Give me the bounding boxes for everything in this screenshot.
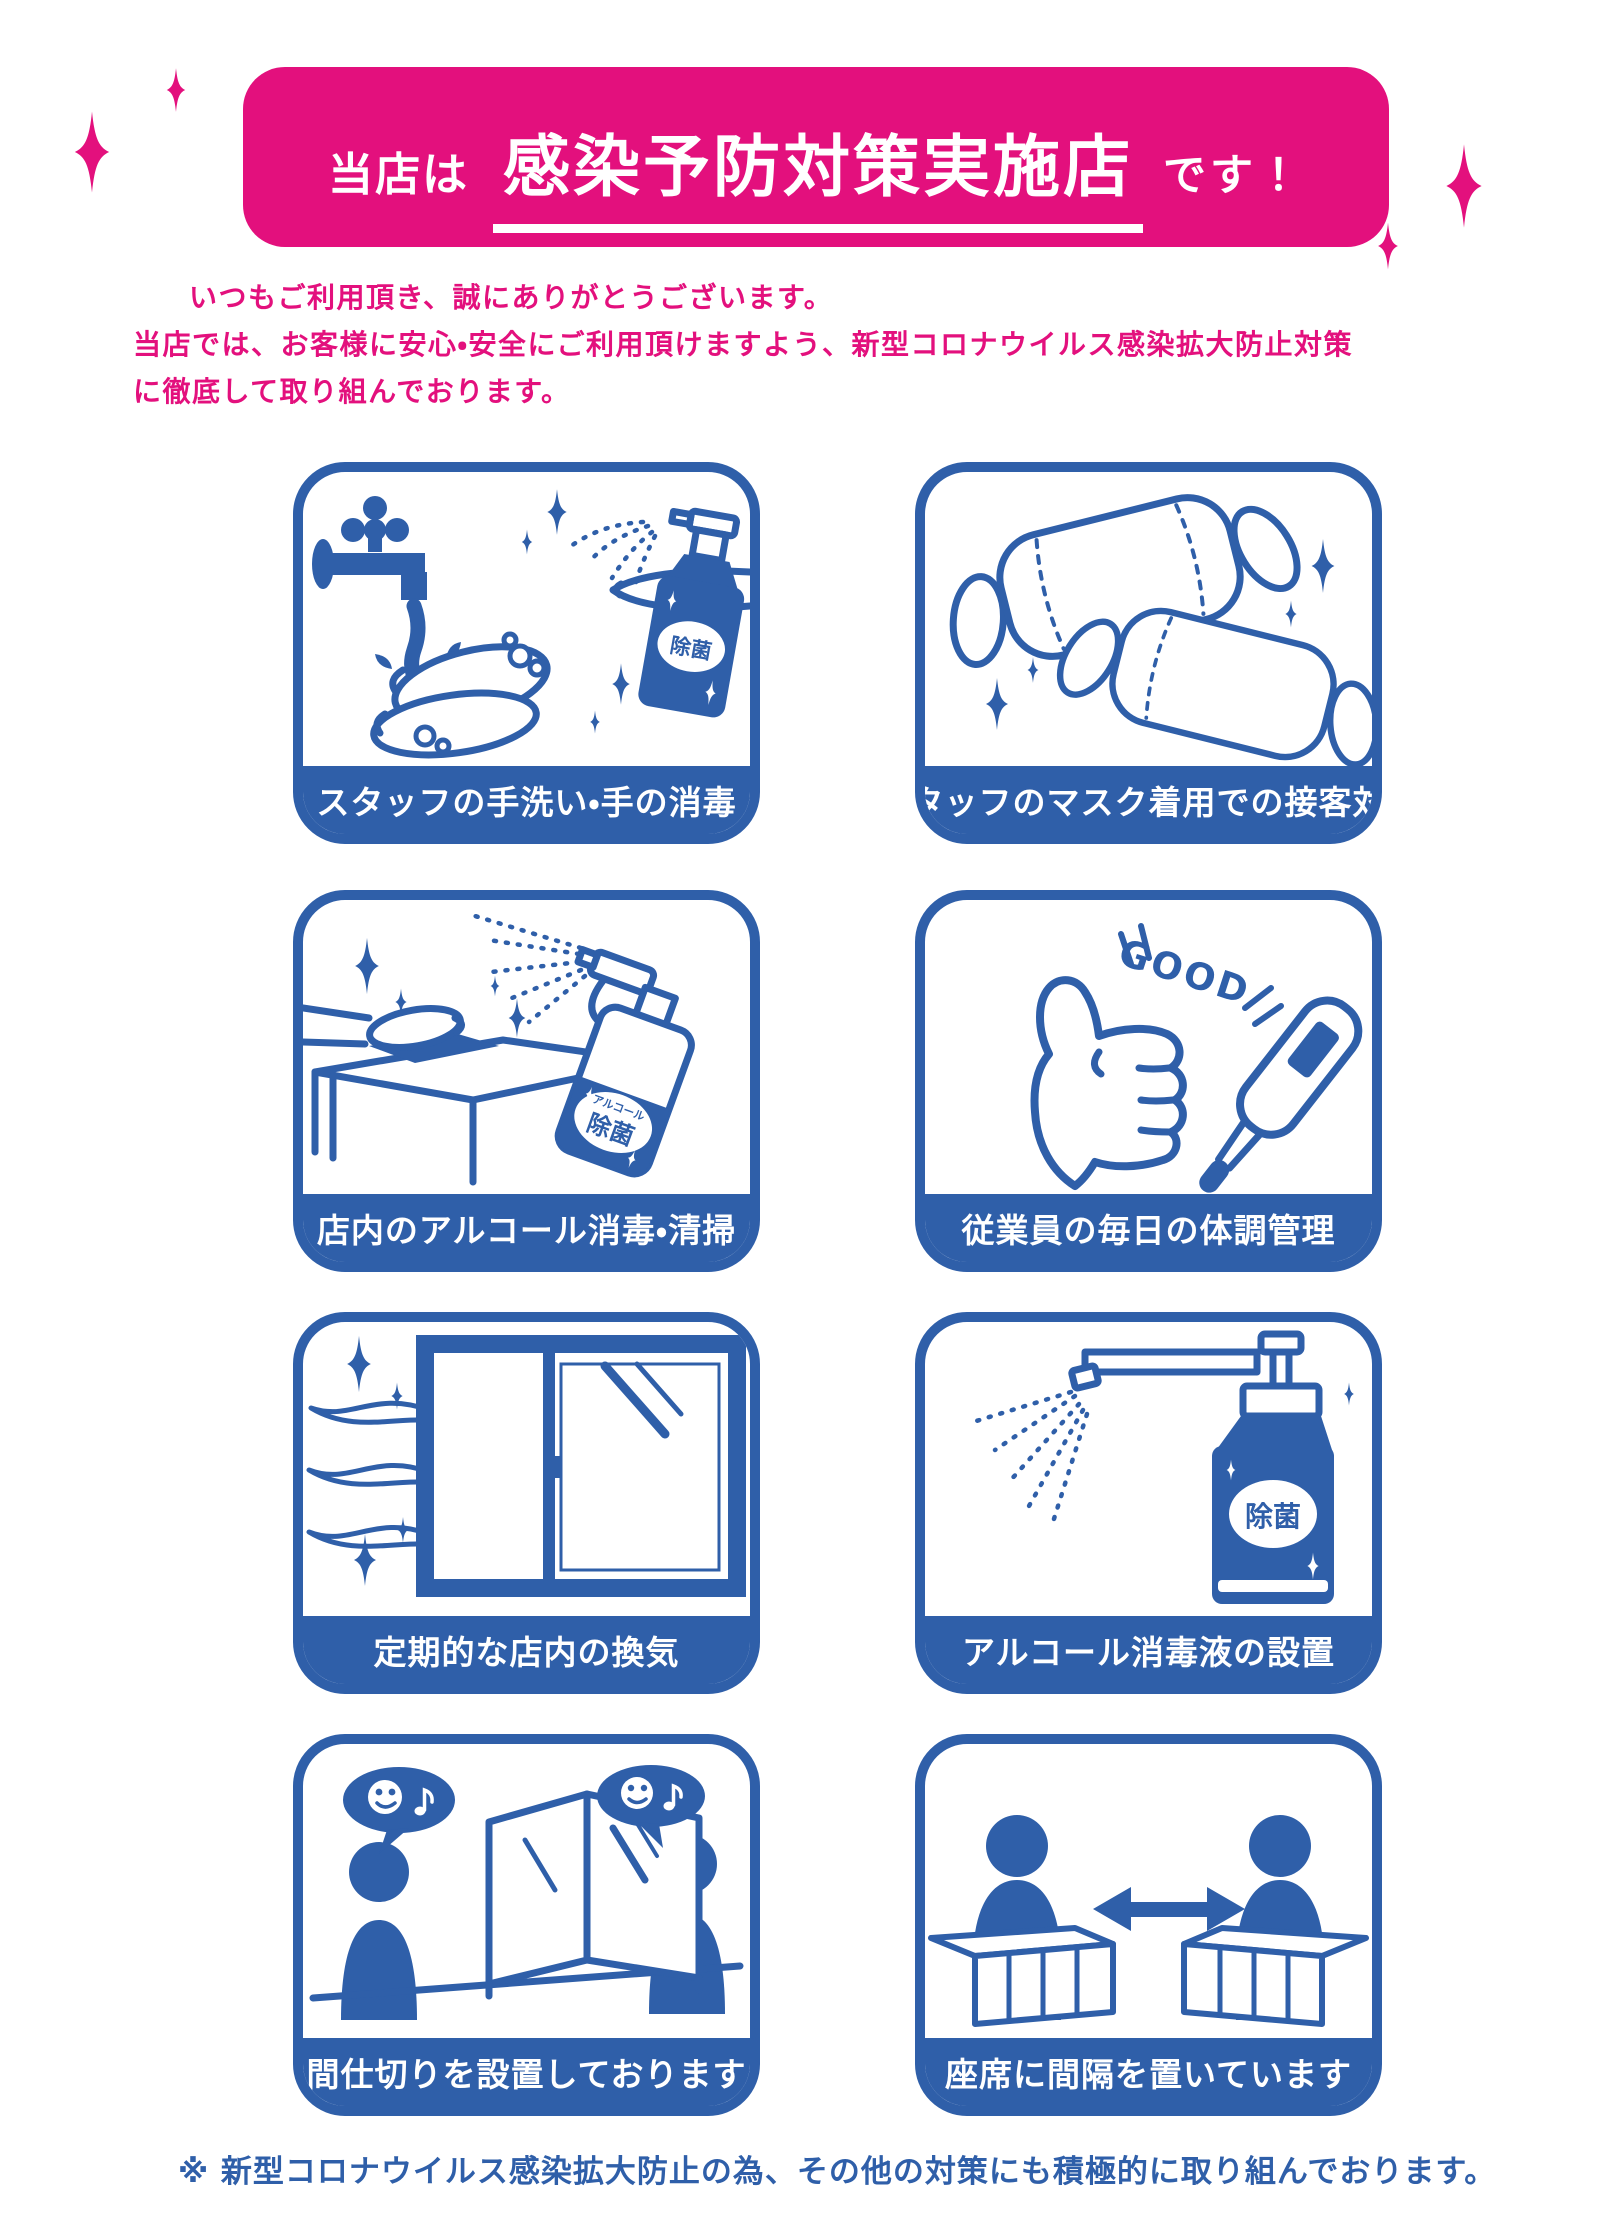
thumbsup-thermometer-illustration: GOOD xyxy=(925,900,1372,1194)
spray-cleaning-illustration: アルコール 除菌 xyxy=(303,900,750,1194)
bottle-sanitize-text: 除菌 xyxy=(1245,1500,1301,1533)
window-ventilation-illustration xyxy=(303,1322,750,1616)
card-ventilation: 定期的な店内の換気 xyxy=(293,1312,760,1694)
handwash-illustration: 除菌 xyxy=(303,472,750,766)
card-partition: 間仕切りを設置しております xyxy=(293,1734,760,2116)
card-label: 店内のアルコール消毒・清掃 xyxy=(303,1194,750,1262)
partition-illustration xyxy=(303,1744,750,2038)
banner-suffix-text: です！ xyxy=(1163,151,1304,201)
card-dispenser: 除菌 アルコール消毒液の設置 xyxy=(915,1312,1382,1694)
card-label: 定期的な店内の換気 xyxy=(303,1616,750,1684)
good-text: GOOD xyxy=(1114,931,1257,1014)
banner-prefix-text: 当店は xyxy=(327,148,469,201)
intro-line-3: に徹底して取り組んでおります。 xyxy=(133,375,571,408)
card-cleaning: アルコール 除菌 店内のアルコール消毒・清掃 xyxy=(293,890,760,1272)
card-label: スタッフのマスク着用での接客対応 xyxy=(925,766,1372,834)
card-label: 座席に間隔を置いています xyxy=(925,2038,1372,2106)
card-handwash: 除菌 スタッフの手洗い・手の消毒 xyxy=(293,462,760,844)
pink-sparkles-right-icon xyxy=(1378,144,1482,270)
intro-paragraph: いつもご利用頂き、誠にありがとうございます。 当店では、お客様に安心・安全にご利… xyxy=(133,274,1533,415)
card-label: スタッフの手洗い・手の消毒 xyxy=(303,766,750,834)
card-seat-spacing: 座席に間隔を置いています xyxy=(915,1734,1382,2116)
card-health: GOOD 従業員の毎日の体調管理 xyxy=(915,890,1382,1272)
masks-illustration xyxy=(925,472,1372,766)
footer-note: ※ 新型コロナウイルス感染拡大防止の為、その他の対策にも積極的に取り組んでおりま… xyxy=(178,2154,1497,2190)
card-label: 間仕切りを設置しております xyxy=(303,2038,750,2106)
banner-highlight-text: 感染予防対策実施店 xyxy=(493,113,1143,233)
intro-line-1: いつもご利用頂き、誠にありがとうございます。 xyxy=(189,281,834,314)
header-banner: 当店は 感染予防対策実施店 です！ xyxy=(243,67,1389,247)
music-note-icon xyxy=(663,1783,683,1811)
distance-arrow-icon xyxy=(1093,1887,1245,1931)
card-label: アルコール消毒液の設置 xyxy=(925,1616,1372,1684)
seat-spacing-illustration xyxy=(925,1744,1372,2038)
music-note-icon xyxy=(414,1787,434,1816)
sanitizer-dispenser-illustration: 除菌 xyxy=(925,1322,1372,1616)
card-masks: スタッフのマスク着用での接客対応 xyxy=(915,462,1382,844)
intro-line-2: 当店では、お客様に安心・安全にご利用頂けますよう、新型コロナウイルス感染拡大防止… xyxy=(133,328,1353,361)
pink-sparkles-left-icon xyxy=(74,68,186,193)
card-label: 従業員の毎日の体調管理 xyxy=(925,1194,1372,1262)
